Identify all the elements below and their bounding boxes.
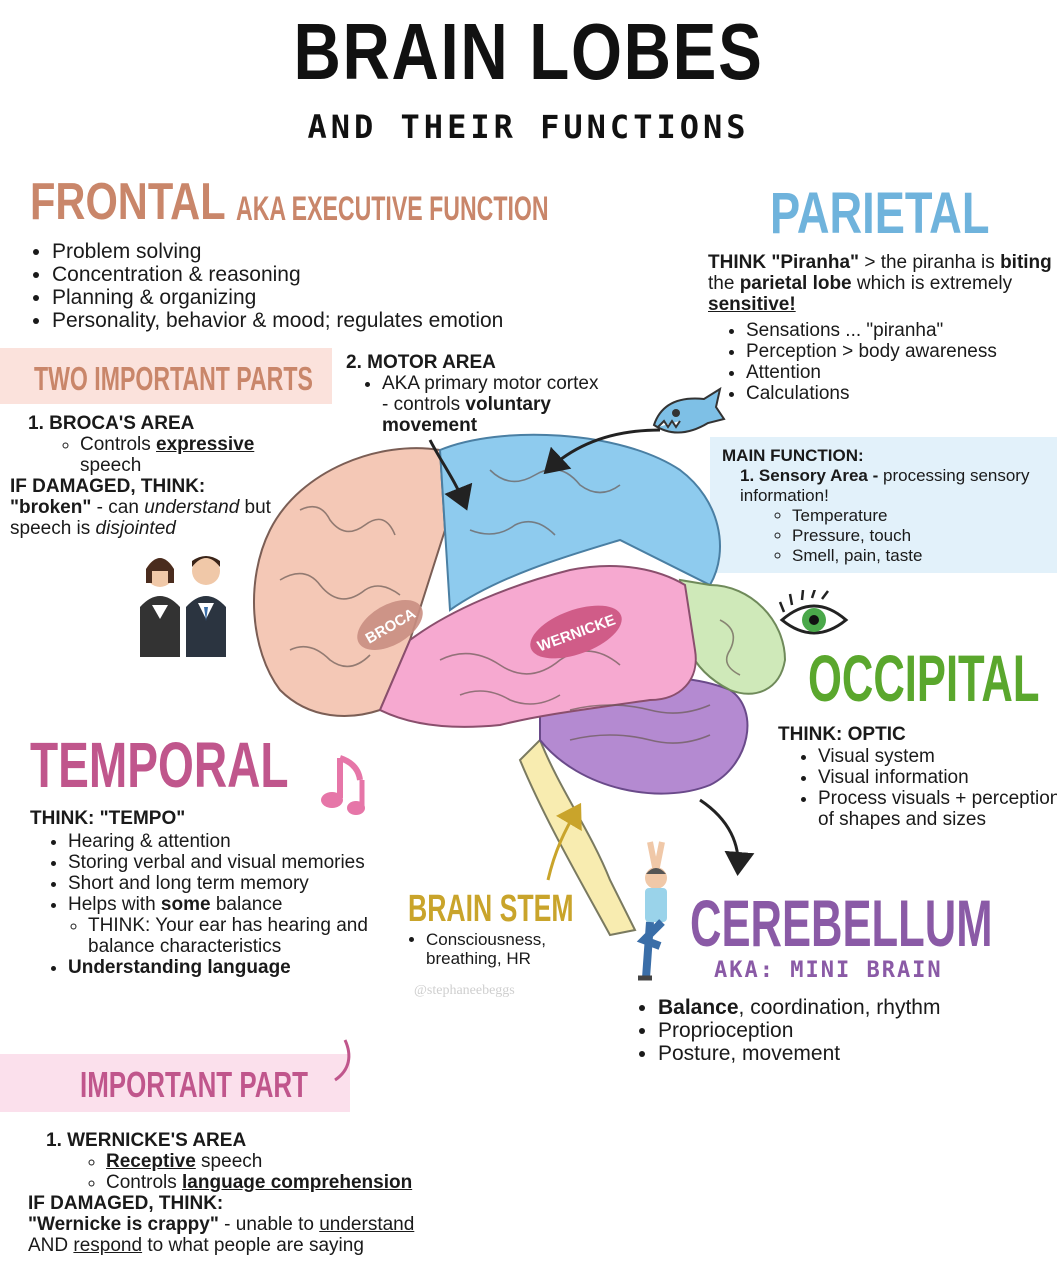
list-item: Sensations ... "piranha" bbox=[746, 320, 1057, 341]
list-item: AKA primary motor cortex- controls volun… bbox=[382, 373, 616, 436]
brainstem-arrow bbox=[546, 802, 582, 881]
brainstem-list: Consciousness, breathing, HR bbox=[408, 930, 596, 968]
temporal-sublist: THINK: Your ear has hearing and balance … bbox=[68, 915, 388, 957]
temporal-part-band bbox=[0, 1054, 350, 1112]
page-title: BRAIN LOBES bbox=[293, 7, 764, 96]
list-item: Helps with some balance THINK: Your ear … bbox=[68, 894, 388, 957]
list-item: Pressure, touch bbox=[792, 526, 1052, 546]
parietal-think: THINK "Piranha" > the piranha is biting … bbox=[708, 252, 1052, 315]
temporal-part-arrow bbox=[334, 1039, 351, 1082]
parietal-heading: PARIETAL bbox=[770, 181, 990, 246]
motor-title: 2. MOTOR AREA bbox=[346, 352, 496, 373]
motor-section: 2. MOTOR AREA AKA primary motor cortex- … bbox=[346, 352, 616, 436]
parietal-shape bbox=[438, 433, 721, 612]
list-item: Temperature bbox=[792, 506, 1052, 526]
parietal-list: Sensations ... "piranha" Perception > bo… bbox=[726, 320, 1057, 404]
list-item: Personality, behavior & mood; regulates … bbox=[52, 309, 612, 332]
music-note-icon bbox=[321, 755, 365, 815]
yoga-person-icon bbox=[636, 841, 667, 981]
wernicke-damaged: IF DAMAGED, THINK: bbox=[28, 1193, 224, 1214]
list-item: Hearing & attention bbox=[68, 831, 388, 852]
list-item: Understanding language bbox=[68, 957, 388, 978]
occipital-heading: OCCIPITAL bbox=[808, 641, 1040, 715]
frontal-aka: AKA EXECUTIVE FUNCTION bbox=[236, 190, 549, 228]
cerebellum-list: Balance, coordination, rhythm Propriocep… bbox=[636, 996, 1057, 1065]
people-icon bbox=[140, 556, 226, 657]
temporal-part-heading: IMPORTANT PART bbox=[80, 1064, 308, 1105]
list-item: Storing verbal and visual memories bbox=[68, 852, 388, 873]
brain-diagram: BROCA WERNICKE bbox=[252, 433, 787, 937]
piranha-icon bbox=[652, 386, 726, 434]
wernicke-title: 1. WERNICKE'S AREA bbox=[46, 1130, 247, 1151]
frontal-parts-heading: TWO IMPORTANT PARTS bbox=[34, 360, 313, 397]
list-item: Planning & organizing bbox=[52, 286, 612, 309]
frontal-parts-band bbox=[0, 348, 332, 404]
list-item: Perception > body awareness bbox=[746, 341, 1057, 362]
frontal-shape bbox=[252, 447, 447, 717]
cerebellum-aka: AKA: MINI BRAIN bbox=[714, 958, 943, 983]
cerebellum-heading: CEREBELLUM bbox=[690, 886, 993, 960]
brainstem-shape bbox=[518, 738, 637, 937]
occipital-shape bbox=[678, 578, 787, 695]
wernicke-damaged-text-2: AND respond to what people are saying bbox=[28, 1235, 364, 1256]
broca-damaged: IF DAMAGED, THINK: bbox=[10, 476, 206, 497]
sensory-list: Temperature Pressure, touch Smell, pain,… bbox=[722, 506, 1052, 566]
list-item: Receptive speech bbox=[106, 1151, 548, 1172]
list-item: Posture, movement bbox=[658, 1042, 1057, 1065]
parietal-main: MAIN FUNCTION: 1. Sensory Area - process… bbox=[722, 446, 1052, 566]
list-item: THINK: Your ear has hearing and balance … bbox=[88, 915, 388, 957]
watermark: @stephaneebeggs bbox=[414, 983, 515, 998]
list-item: Concentration & reasoning bbox=[52, 263, 612, 286]
main-function-title: MAIN FUNCTION: bbox=[722, 446, 864, 465]
wernicke-list: Receptive speech Controls language compr… bbox=[28, 1151, 548, 1193]
list-item: Visual system bbox=[818, 746, 1057, 767]
temporal-list: Hearing & attention Storing verbal and v… bbox=[48, 831, 388, 978]
brainstem-heading: BRAIN STEM bbox=[408, 888, 574, 930]
broca-section: 1. BROCA'S AREA Controls expressivespeec… bbox=[10, 413, 310, 539]
eye-icon bbox=[778, 590, 849, 635]
occipital-list: Visual system Visual information Process… bbox=[798, 746, 1057, 830]
motor-arrow bbox=[428, 439, 473, 511]
broca-damaged-text: "broken" - can understand but speech is … bbox=[10, 497, 271, 539]
list-item: Consciousness, breathing, HR bbox=[426, 930, 596, 968]
cerebellum-arrow bbox=[699, 798, 755, 876]
frontal-list: Problem solving Concentration & reasonin… bbox=[30, 240, 612, 332]
list-item: Proprioception bbox=[658, 1019, 1057, 1042]
list-item: Short and long term memory bbox=[68, 873, 388, 894]
occipital-think: THINK: OPTIC bbox=[778, 724, 906, 745]
temporal-heading: TEMPORAL bbox=[30, 729, 289, 801]
list-item: Calculations bbox=[746, 383, 1057, 404]
list-item: Controls language comprehension bbox=[106, 1172, 548, 1193]
list-item: Problem solving bbox=[52, 240, 612, 263]
page-subtitle: AND THEIR FUNCTIONS bbox=[307, 108, 750, 146]
temporal-think: THINK: "TEMPO" bbox=[30, 808, 186, 829]
piranha-arrow bbox=[543, 428, 661, 475]
wernicke-damaged-text: "Wernicke is crappy" - unable to underst… bbox=[28, 1214, 415, 1235]
list-item: Smell, pain, taste bbox=[792, 546, 1052, 566]
motor-list: AKA primary motor cortex- controls volun… bbox=[346, 373, 616, 436]
list-item: Visual information bbox=[818, 767, 1057, 788]
list-item: Attention bbox=[746, 362, 1057, 383]
parietal-main-band bbox=[710, 437, 1057, 573]
broca-title: 1. BROCA'S AREA bbox=[28, 413, 195, 434]
list-item: Balance, coordination, rhythm bbox=[658, 996, 1057, 1019]
sensory-area: 1. Sensory Area - processing sensory inf… bbox=[740, 466, 1030, 505]
list-item: Process visuals + perception of shapes a… bbox=[818, 788, 1057, 830]
wernicke-section: 1. WERNICKE'S AREA Receptive speech Cont… bbox=[28, 1130, 548, 1256]
frontal-heading: FRONTAL bbox=[30, 173, 226, 231]
